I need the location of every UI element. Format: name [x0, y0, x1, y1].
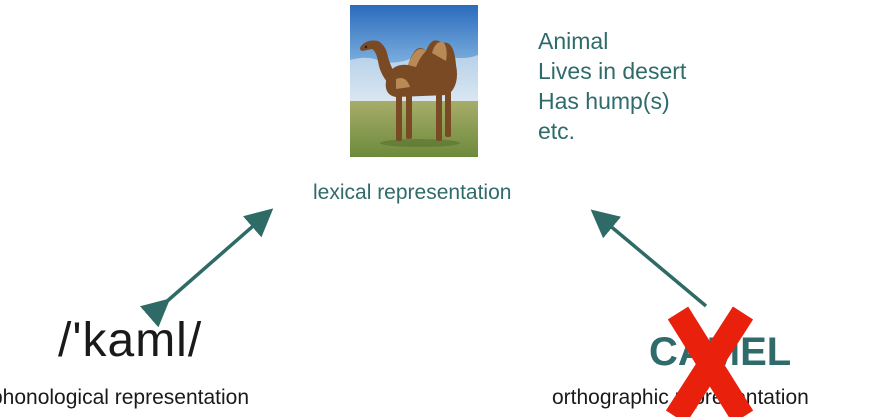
- red-x-cross-icon: [0, 0, 881, 417]
- diagram-canvas: Animal Lives in desert Has hump(s) etc. …: [0, 0, 881, 417]
